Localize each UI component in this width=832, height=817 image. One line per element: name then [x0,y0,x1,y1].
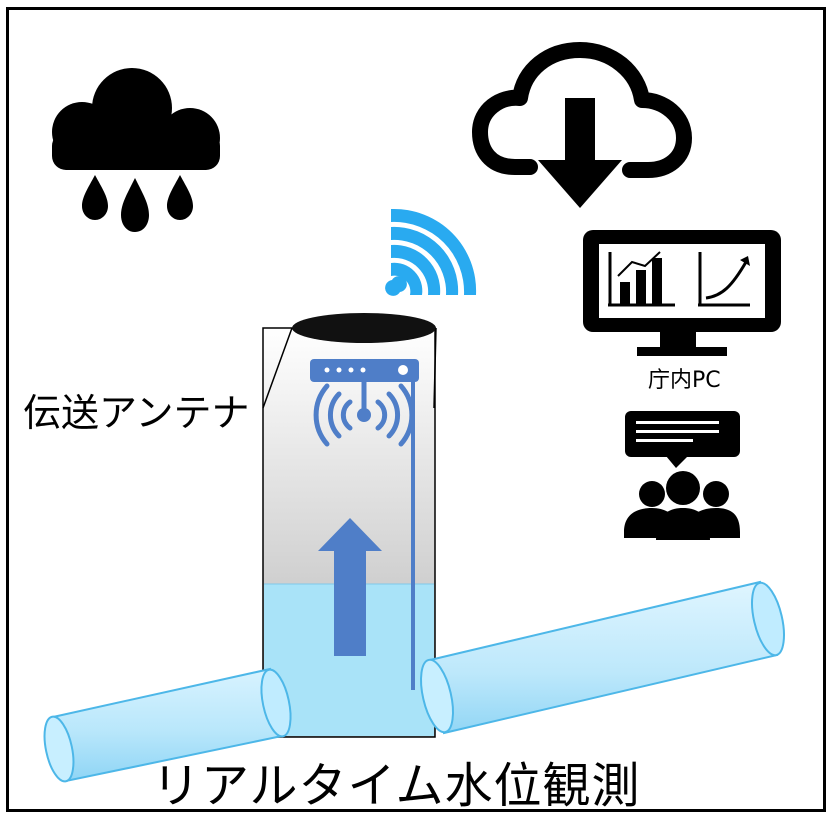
title-label: リアルタイム水位観測 [152,758,641,814]
well-cap [292,313,436,343]
right-pipe [420,580,785,735]
people-chat-icon [624,411,740,540]
office-pc-label: 庁内PC [648,368,721,393]
router-icon [310,359,419,382]
wifi-signal-icon [385,208,477,296]
water-rise-arrow [318,518,382,656]
cloud-download-icon [472,42,692,208]
monitor-charts-icon [583,230,781,356]
antenna-label: 伝送アンテナ [23,391,250,435]
left-pipe [43,667,292,783]
rain-cloud-icon [52,68,220,232]
